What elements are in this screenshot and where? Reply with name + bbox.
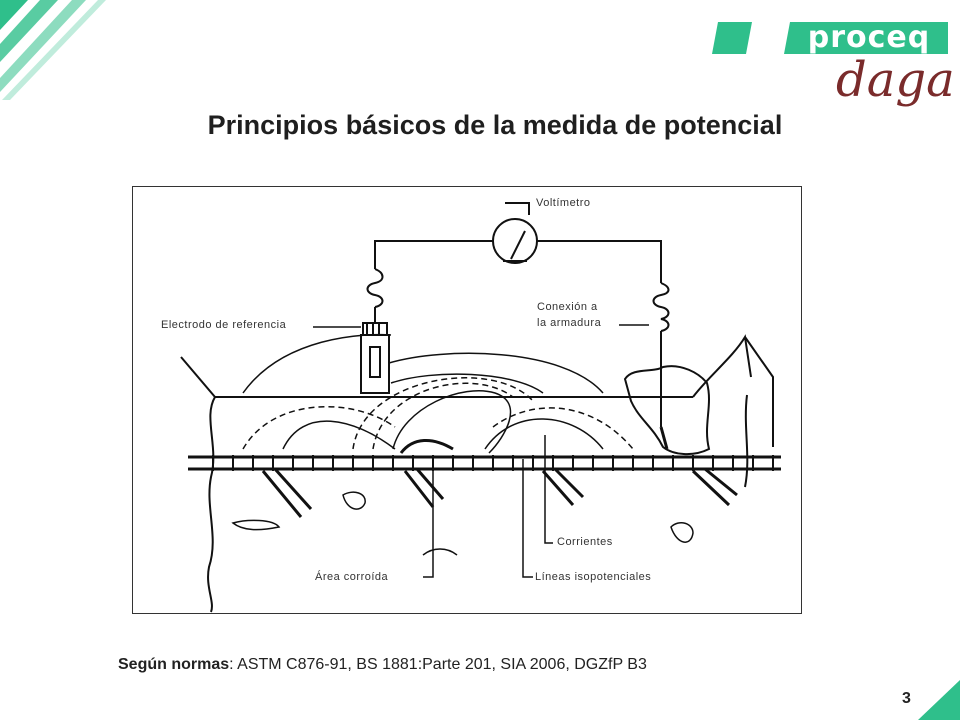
standards-text: : ASTM C876-91, BS 1881:Parte 201, SIA 2…: [229, 656, 647, 673]
diagram-drawing: [180, 202, 781, 613]
rebar-connection-label-line1: Conexión a: [537, 301, 598, 314]
currents-label: Corrientes: [557, 536, 613, 549]
page-number: 3: [902, 690, 911, 707]
daga-logo-text: daga: [836, 52, 955, 108]
reference-electrode-label: Electrodo de referencia: [161, 319, 287, 332]
isopotential-lines-label: Líneas isopotenciales: [535, 571, 652, 584]
page-title: Principios básicos de la medida de poten…: [207, 110, 783, 140]
standards-label: Según normas: [118, 656, 230, 673]
corroded-area-label: Área corroída: [315, 571, 389, 584]
potential-measurement-diagram: Voltímetro Electrodo de referencia Conex…: [132, 186, 802, 614]
corner-accent-decoration: [918, 680, 960, 720]
rebar-connection-label-line2: la armadura: [537, 317, 602, 330]
proceq-logo-text: proceq: [807, 20, 931, 55]
voltmeter-label: Voltímetro: [536, 197, 591, 210]
standards-line: Según normas: ASTM C876-91, BS 1881:Part…: [118, 656, 838, 674]
corner-stripes-decoration: [0, 0, 106, 100]
proceq-logo-bar: [712, 22, 948, 54]
